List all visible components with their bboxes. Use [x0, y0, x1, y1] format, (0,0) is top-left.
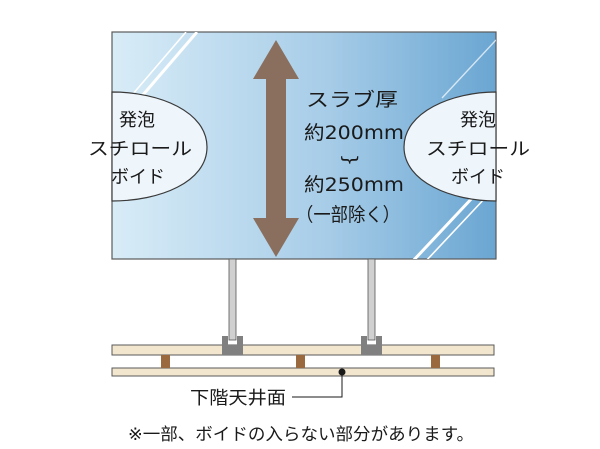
- void-right-line1: 発泡: [460, 110, 496, 131]
- void-left-line1: 発泡: [119, 110, 155, 131]
- slab-thickness-arrow-icon: [253, 40, 299, 257]
- slab-thickness-title: スラブ厚: [306, 88, 398, 111]
- ceiling-batten: [431, 355, 440, 368]
- hanger-clip-right: [361, 336, 382, 355]
- slab-thickness-max: 約250mm: [304, 174, 404, 196]
- void-left-line3: ボイド: [111, 167, 165, 188]
- slab-thickness-min: 約200mm: [304, 122, 404, 144]
- slab-thickness-note: （一部除く）: [296, 204, 400, 226]
- ceiling-batten: [161, 355, 170, 368]
- foam-void-right: [403, 91, 497, 202]
- ceiling-callout-leader: [292, 372, 343, 398]
- void-right-line2: スチロール: [426, 139, 530, 160]
- ceiling-batten: [296, 355, 305, 368]
- ceiling-board: [111, 367, 495, 377]
- slab-thickness-range-sep: {: [338, 154, 360, 166]
- foam-void-left: [111, 91, 208, 202]
- void-left-line2: スチロール: [88, 139, 192, 160]
- hanger-clip-left: [222, 336, 243, 355]
- footnote: ※一部、ボイドの入らない部分があります。: [128, 425, 474, 445]
- void-right-line3: ボイド: [451, 167, 505, 188]
- ceiling-surface-label: 下階天井面: [190, 388, 286, 409]
- slab-highlight-lines: [131, 32, 496, 259]
- hanger-rod-left: [228, 258, 237, 341]
- hanger-rod-right: [367, 258, 376, 341]
- ceiling-joist-board: [111, 344, 495, 356]
